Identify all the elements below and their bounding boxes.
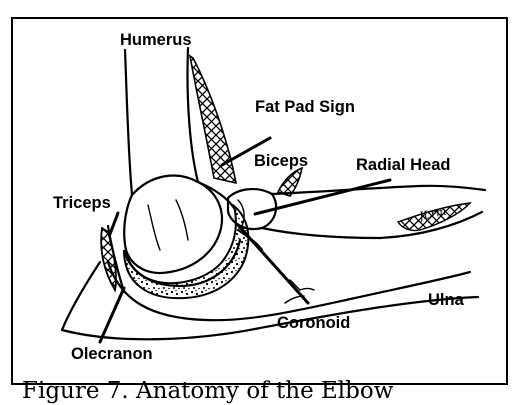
condyle-detail bbox=[148, 200, 188, 250]
label-triceps: Triceps bbox=[53, 194, 111, 212]
leader-triceps bbox=[110, 213, 118, 234]
ulna-lower-edge bbox=[62, 297, 478, 339]
triceps-shape bbox=[101, 228, 116, 290]
radius-shaft-upper bbox=[272, 186, 485, 194]
label-olecranon: Olecranon bbox=[71, 345, 153, 363]
label-radial-head: Radial Head bbox=[356, 156, 450, 174]
humeral-condyle bbox=[124, 176, 222, 273]
label-humerus: Humerus bbox=[120, 31, 192, 49]
fat-pad-region bbox=[190, 56, 236, 183]
leader-coronoid bbox=[238, 225, 308, 303]
humerus-shaft bbox=[125, 50, 132, 195]
label-fat-pad-sign: Fat Pad Sign bbox=[255, 98, 355, 116]
label-biceps: Biceps bbox=[254, 152, 308, 170]
figure-caption: Figure 7. Anatomy of the Elbow bbox=[22, 378, 394, 404]
label-coronoid: Coronoid bbox=[277, 314, 350, 332]
leader-olecranon bbox=[100, 288, 124, 342]
forearm-left-edge bbox=[62, 262, 100, 330]
label-ulna: Ulna bbox=[428, 291, 465, 309]
leader-radial-head bbox=[255, 180, 390, 214]
joint-cartilage bbox=[124, 206, 248, 298]
